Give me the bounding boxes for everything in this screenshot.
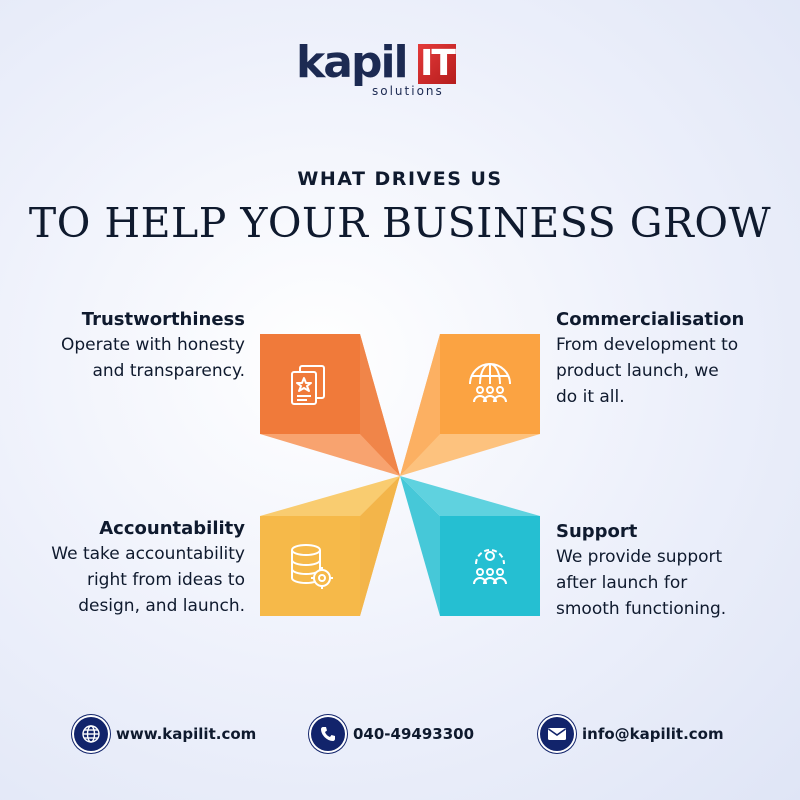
phone-link[interactable]: 040-49493300 — [311, 716, 474, 752]
gear-people-icon — [458, 534, 522, 598]
pillar-accountability: Accountability We take accountability ri… — [51, 517, 245, 619]
section-eyebrow: WHAT DRIVES US — [297, 168, 503, 190]
pillar-desc-line: design, and launch. — [78, 596, 245, 616]
website-link[interactable]: www.kapilit.com — [74, 716, 256, 752]
mail-icon — [540, 717, 574, 751]
globe-icon — [74, 717, 108, 751]
pillar-desc-line: and transparency. — [92, 361, 245, 381]
email-link[interactable]: info@kapilit.com — [540, 716, 724, 752]
pillar-desc-line: smooth functioning. — [556, 599, 727, 619]
email-text: info@kapilit.com — [582, 725, 724, 743]
pillar-desc-line: do it all. — [556, 387, 625, 407]
globe-people-icon — [458, 352, 522, 416]
pillar-desc-line: From development to — [556, 335, 739, 355]
pillar-desc-line: Operate with honesty — [60, 335, 245, 355]
pillar-commercialisation: Commercialisation From development to pr… — [556, 308, 744, 410]
page-title: TO HELP YOUR BUSINESS GROW — [28, 199, 772, 247]
phone-text: 040-49493300 — [353, 725, 475, 743]
logo-it-badge: IT — [418, 44, 456, 84]
pillar-desc-line: We take accountability — [51, 544, 245, 564]
certificate-star-icon — [278, 352, 342, 416]
pillar-title: Support — [556, 521, 638, 542]
pillar-title: Trustworthiness — [81, 309, 245, 330]
pillar-trustworthiness: Trustworthiness Operate with honesty and… — [61, 308, 245, 384]
pillar-shape-trustworthiness — [260, 334, 400, 476]
brand-logo: kapil IT solutions — [296, 38, 466, 102]
pillar-title: Commercialisation — [556, 309, 745, 330]
logo-tagline: solutions — [372, 84, 444, 98]
pillar-support: Support We provide support after launch … — [556, 520, 726, 622]
pillar-desc-line: after launch for — [556, 573, 688, 593]
website-text: www.kapilit.com — [116, 725, 257, 743]
database-gear-icon — [278, 534, 342, 598]
pillar-desc-line: product launch, we — [556, 361, 719, 381]
logo-wordmark: kapil — [296, 37, 409, 88]
pillar-title: Accountability — [99, 518, 245, 539]
phone-icon — [311, 717, 345, 751]
pillar-desc-line: We provide support — [556, 547, 723, 567]
pillar-desc-line: right from ideas to — [86, 570, 245, 590]
pillar-shape-support — [400, 476, 540, 616]
